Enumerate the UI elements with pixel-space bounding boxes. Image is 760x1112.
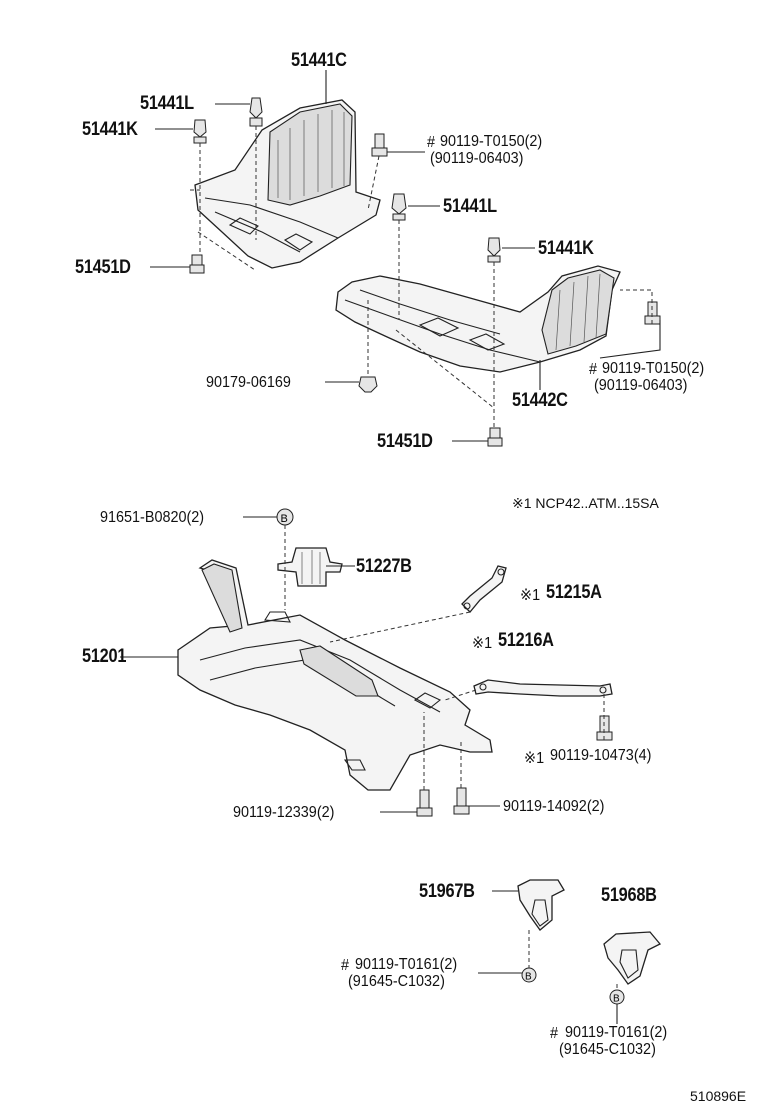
applicability-note: ※1 NCP42..ATM..15SA xyxy=(512,495,659,511)
front-suspension-crossmember-drawing xyxy=(177,559,493,791)
bracket-51968b-drawing xyxy=(603,931,662,985)
part-number-51441k-lower: 51441K xyxy=(538,238,594,259)
fastener-drawings-lower: B B xyxy=(521,967,625,1005)
part-number-51441k-upper: 51441K xyxy=(82,119,138,140)
brace-51215a-drawing xyxy=(461,565,507,613)
part-number-91645-c1032-a: (91645-C1032) xyxy=(348,973,445,990)
part-number-51216a: 51216A xyxy=(498,630,554,651)
diagram-code: 510896E xyxy=(690,1088,747,1104)
svg-text:B: B xyxy=(281,513,288,525)
part-number-91645-c1032-b: (91645-C1032) xyxy=(559,1041,656,1058)
leader-lines-upper xyxy=(150,70,661,442)
dashed-guides-middle xyxy=(284,525,605,790)
part-number-90119-t0150-lower: 90119-T0150(2) xyxy=(602,360,705,377)
leader-lines-middle xyxy=(120,516,500,813)
mark-hash-2: # xyxy=(589,361,598,378)
mark-kome1-1: ※1 xyxy=(520,587,541,604)
part-number-90119-t0150-upper: 90119-T0150(2) xyxy=(440,133,543,150)
part-number-90119-14092: 90119-14092(2) xyxy=(503,798,605,815)
engine-under-cover-rh-drawing xyxy=(194,99,381,269)
part-number-51441c: 51441C xyxy=(291,50,347,71)
bracket-51227b-drawing xyxy=(277,547,343,587)
part-number-51215a: 51215A xyxy=(546,582,602,603)
part-number-51451d-lower: 51451D xyxy=(377,431,433,452)
part-number-51451d-upper: 51451D xyxy=(75,257,131,278)
part-number-51227b: 51227B xyxy=(356,556,412,577)
part-number-51441l-upper: 51441L xyxy=(140,93,194,114)
mark-hash-3: # xyxy=(341,957,350,974)
svg-text:B: B xyxy=(613,994,620,1005)
part-number-90119-t0161-b: 90119-T0161(2) xyxy=(565,1024,668,1041)
mark-kome1-2: ※1 xyxy=(472,635,493,652)
lines-lower xyxy=(478,890,618,1024)
part-number-51442c: 51442C xyxy=(512,390,568,411)
part-number-90119-t0161-a: 90119-T0161(2) xyxy=(355,956,458,973)
part-number-51201: 51201 xyxy=(82,646,127,667)
mark-hash-1: # xyxy=(427,134,436,151)
part-number-91651-b0820: 91651-B0820(2) xyxy=(100,509,205,526)
part-number-51967b: 51967B xyxy=(419,881,475,902)
brace-51216a-drawing xyxy=(473,679,613,697)
part-number-51441l-lower: 51441L xyxy=(443,196,497,217)
part-number-90119-06403-lower: (90119-06403) xyxy=(594,377,688,394)
bracket-51967b-drawing xyxy=(517,879,565,931)
part-number-90179-06169: 90179-06169 xyxy=(206,374,291,391)
part-number-90119-10473: 90119-10473(4) xyxy=(550,747,652,764)
mark-hash-4: # xyxy=(550,1025,559,1042)
engine-under-cover-lh-drawing xyxy=(335,265,621,373)
part-number-90119-06403-upper: (90119-06403) xyxy=(430,150,524,167)
part-number-51968b: 51968B xyxy=(601,885,657,906)
mark-kome1-3: ※1 xyxy=(524,750,545,767)
dashed-guides-upper xyxy=(190,126,653,430)
part-number-90119-12339: 90119-12339(2) xyxy=(233,804,335,821)
svg-text:B: B xyxy=(525,972,532,983)
